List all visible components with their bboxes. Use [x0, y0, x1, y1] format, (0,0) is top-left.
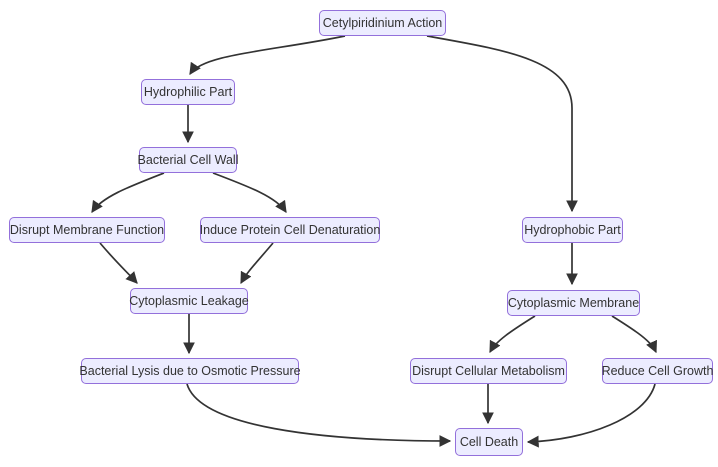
node-disrupt-cellular-metabolism: Disrupt Cellular Metabolism [410, 358, 567, 384]
node-disrupt-membrane-function: Disrupt Membrane Function [9, 217, 165, 243]
edge-induce-protein-cell-denaturation-to-cytoplasmic-leakage [240, 242, 274, 285]
edge-cetylpiridinium-action-to-hydrophobic-part [426, 35, 578, 213]
node-cytoplasmic-membrane: Cytoplasmic Membrane [507, 290, 640, 316]
node-cetylpiridinium-action: Cetylpiridinium Action [319, 10, 446, 36]
node-bacterial-lysis-osmotic-pressure: Bacterial Lysis due to Osmotic Pressure [79, 358, 301, 384]
node-bacterial-cell-wall: Bacterial Cell Wall [138, 147, 238, 173]
edge-cetylpiridinium-action-to-hydrophilic-part [189, 35, 346, 75]
edge-bacterial-lysis-to-cell-death [186, 383, 452, 447]
edge-bacterial-cell-wall-to-induce-protein-cell-denaturation [212, 172, 287, 213]
edge-disrupt-membrane-function-to-cytoplasmic-leakage [99, 242, 138, 284]
edge-bacterial-cell-wall-to-disrupt-membrane-function [91, 172, 165, 213]
edge-cytoplasmic-membrane-to-reduce-cell-growth [611, 315, 657, 354]
node-cell-death: Cell Death [455, 428, 523, 456]
node-hydrophobic-part: Hydrophobic Part [522, 217, 623, 243]
edge-reduce-cell-growth-to-cell-death [526, 383, 656, 448]
node-cytoplasmic-leakage: Cytoplasmic Leakage [129, 288, 249, 314]
node-hydrophilic-part: Hydrophilic Part [141, 79, 235, 105]
node-reduce-cell-growth: Reduce Cell Growth [602, 358, 713, 384]
edge-cytoplasmic-membrane-to-disrupt-cellular-metabolism [489, 315, 536, 354]
node-induce-protein-cell-denaturation: Induce Protein Cell Denaturation [200, 217, 380, 243]
